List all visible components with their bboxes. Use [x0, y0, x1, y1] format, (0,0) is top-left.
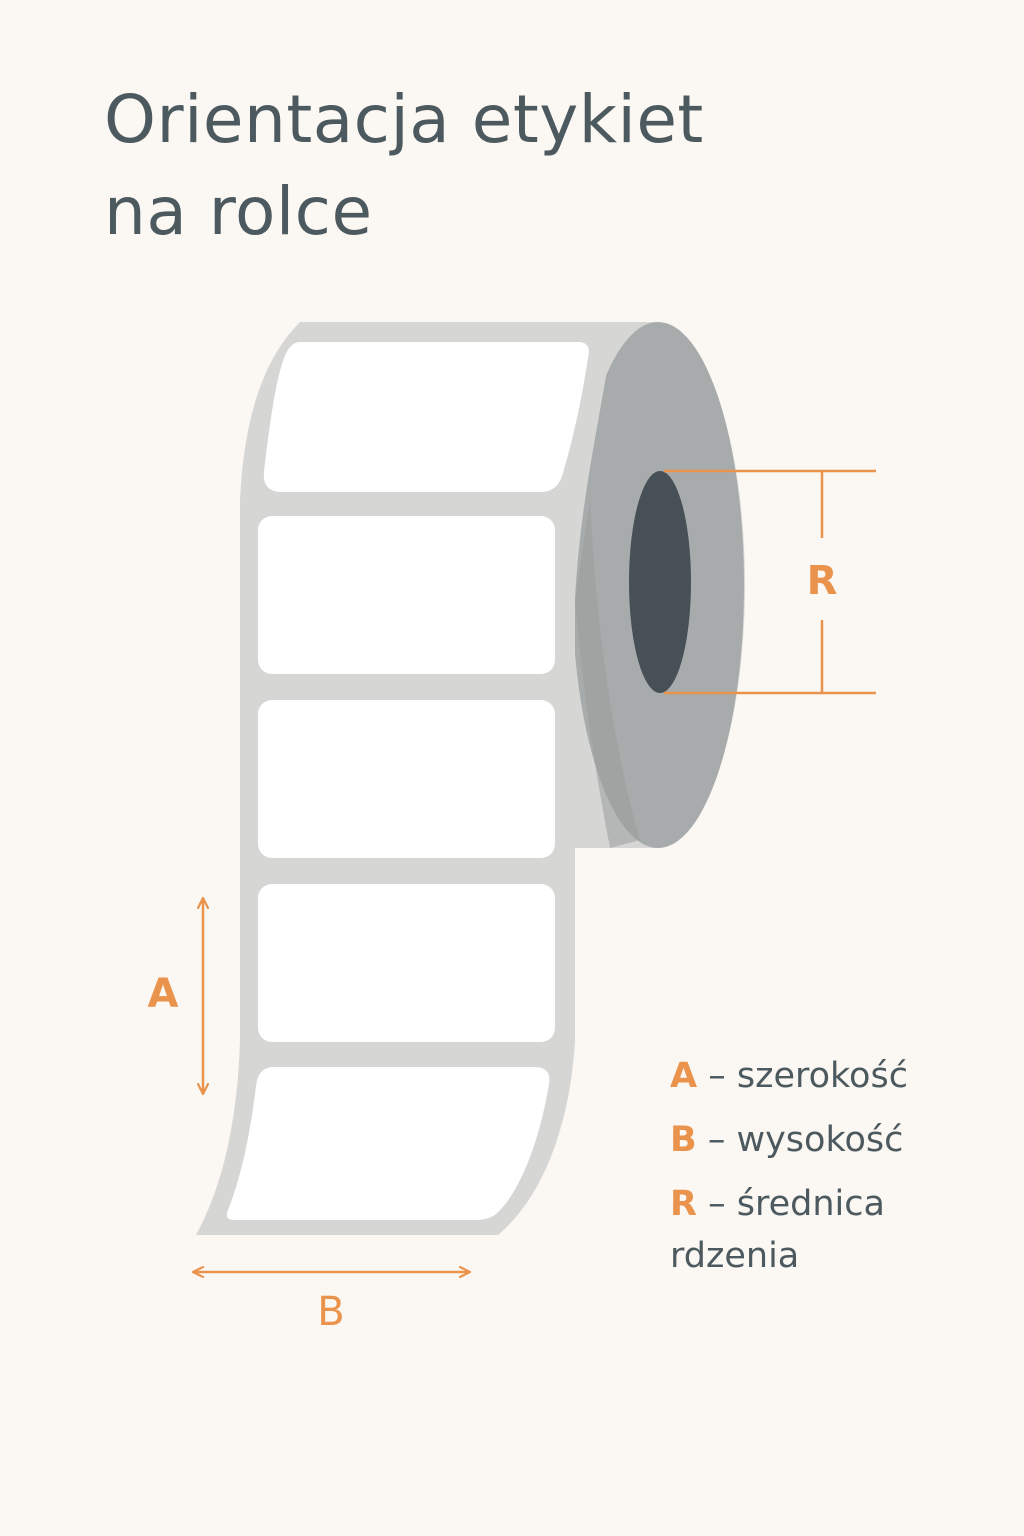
legend-separator: –: [697, 1056, 737, 1096]
legend-text: szerokość: [736, 1056, 908, 1096]
dimension-r-label: R: [807, 558, 838, 604]
title-line-1: Orientacja etykiet: [104, 81, 704, 158]
legend-text: średnica rdzenia: [670, 1184, 885, 1276]
legend-item-r: R – średnica rdzenia: [670, 1178, 1000, 1282]
label-3: [258, 700, 555, 858]
legend-separator: –: [696, 1184, 737, 1224]
roll-core: [629, 471, 691, 693]
page-title: Orientacja etykiet na rolce: [104, 74, 924, 258]
legend-text: wysokość: [736, 1120, 904, 1160]
label-5: [226, 1067, 550, 1220]
legend-item-b: B – wysokość: [670, 1114, 1000, 1166]
legend-separator: –: [696, 1120, 737, 1160]
legend-item-a: A – szerokość: [670, 1050, 1000, 1102]
legend-key: R: [670, 1184, 697, 1224]
legend: A – szerokość B – wysokość R – średnica …: [670, 1050, 1000, 1294]
label-2: [258, 516, 555, 674]
legend-key: B: [670, 1120, 697, 1160]
label-4: [258, 884, 555, 1042]
dimension-r: R: [664, 469, 876, 695]
dimension-b-label: B: [317, 1289, 344, 1335]
title-line-2: na rolce: [104, 173, 373, 250]
label-1: [263, 342, 589, 492]
dimension-a-label: A: [148, 971, 179, 1017]
dimension-b: B: [193, 1272, 470, 1335]
legend-key: A: [670, 1056, 698, 1096]
dimension-a: A: [148, 898, 203, 1094]
label-stack: [226, 342, 589, 1220]
